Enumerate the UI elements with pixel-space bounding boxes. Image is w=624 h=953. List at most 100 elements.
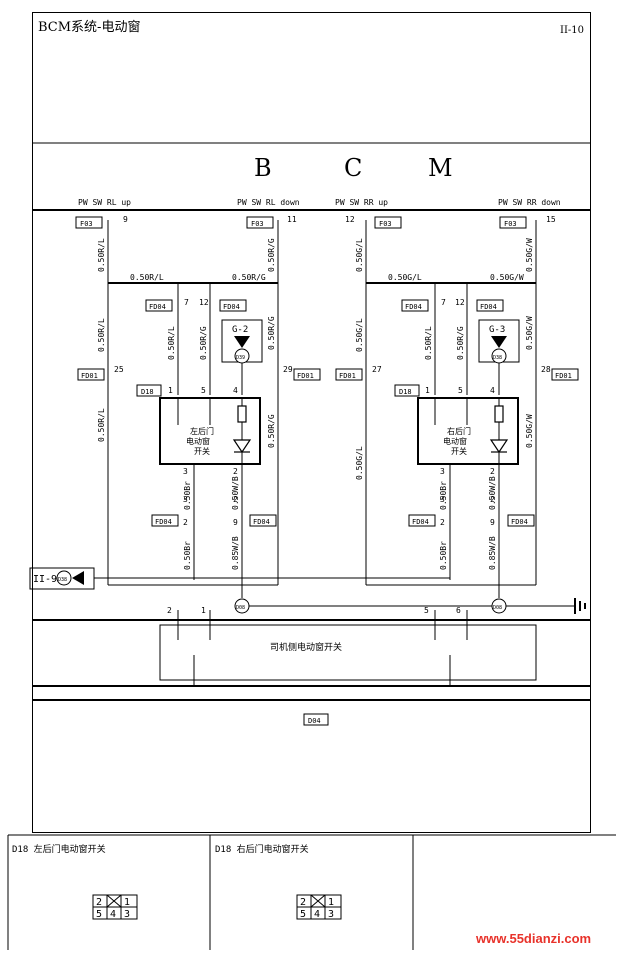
svg-text:2: 2 bbox=[183, 518, 188, 527]
svg-text:FD04: FD04 bbox=[253, 518, 270, 526]
svg-text:D04: D04 bbox=[308, 717, 321, 725]
svg-text:4: 4 bbox=[490, 386, 495, 395]
svg-text:3: 3 bbox=[328, 909, 334, 920]
svg-text:5: 5 bbox=[96, 909, 102, 920]
svg-text:电动窗: 电动窗 bbox=[186, 436, 210, 446]
splice-d38 bbox=[491, 348, 507, 364]
svg-text:0.50R/L: 0.50R/L bbox=[97, 408, 106, 442]
svg-text:1: 1 bbox=[168, 386, 173, 395]
conn-f03-c: F03 bbox=[379, 220, 392, 228]
svg-text:2: 2 bbox=[490, 467, 495, 476]
svg-text:0.50G/W: 0.50G/W bbox=[525, 414, 534, 448]
svg-text:0.50R/G: 0.50R/G bbox=[267, 316, 276, 350]
svg-text:1: 1 bbox=[328, 897, 334, 908]
svg-text:D39: D39 bbox=[236, 355, 245, 361]
svg-text:FD04: FD04 bbox=[511, 518, 528, 526]
svg-text:右后门: 右后门 bbox=[447, 426, 471, 436]
svg-text:2: 2 bbox=[233, 495, 238, 504]
ref-box bbox=[29, 567, 95, 590]
bcm-letter-m: M bbox=[428, 154, 453, 182]
pin-signal-rr-down: PW SW RR down bbox=[498, 198, 561, 207]
g3-label: G-3 bbox=[489, 325, 505, 335]
svg-text:4: 4 bbox=[314, 909, 320, 920]
svg-text:FD04: FD04 bbox=[480, 303, 497, 311]
svg-text:开关: 开关 bbox=[194, 446, 210, 456]
svg-text:2: 2 bbox=[440, 518, 445, 527]
ground-triangle-right bbox=[491, 336, 507, 348]
svg-text:25: 25 bbox=[114, 365, 124, 374]
svg-text:0.50R/G: 0.50R/G bbox=[232, 273, 266, 282]
svg-text:3: 3 bbox=[440, 495, 445, 504]
svg-text:0.50G/L: 0.50G/L bbox=[355, 238, 364, 272]
svg-text:9: 9 bbox=[490, 518, 495, 527]
svg-text:3: 3 bbox=[124, 909, 130, 920]
svg-text:2: 2 bbox=[96, 897, 102, 908]
svg-text:FD01: FD01 bbox=[81, 372, 98, 380]
driver-switch-box bbox=[159, 624, 537, 681]
page-number: II-10 bbox=[560, 25, 585, 36]
svg-text:D38: D38 bbox=[493, 355, 502, 361]
footer-right-caption: D18 右后门电动窗开关 bbox=[215, 843, 309, 855]
splice-d08-right bbox=[491, 598, 507, 614]
svg-text:D08: D08 bbox=[236, 605, 245, 611]
svg-text:5: 5 bbox=[201, 386, 206, 395]
svg-text:7: 7 bbox=[441, 298, 446, 307]
svg-text:0.50R/L: 0.50R/L bbox=[424, 326, 433, 360]
svg-text:3: 3 bbox=[183, 495, 188, 504]
svg-text:0.50R/L: 0.50R/L bbox=[97, 318, 106, 352]
svg-text:FD04: FD04 bbox=[149, 303, 166, 311]
svg-text:FD04: FD04 bbox=[412, 518, 429, 526]
bcm-letter-b: B bbox=[254, 154, 272, 182]
svg-text:0.50Br: 0.50Br bbox=[183, 541, 192, 570]
svg-text:0.50G/W: 0.50G/W bbox=[525, 316, 534, 350]
svg-text:FD01: FD01 bbox=[297, 372, 314, 380]
svg-text:4: 4 bbox=[233, 386, 238, 395]
frame-border bbox=[32, 12, 591, 833]
conn-f03-d: F03 bbox=[504, 220, 517, 228]
g2-label: G-2 bbox=[232, 325, 248, 335]
svg-text:D08: D08 bbox=[493, 605, 502, 611]
footer-left-caption: D18 左后门电动窗开关 bbox=[12, 843, 106, 855]
conn-f03-b: F03 bbox=[251, 220, 264, 228]
svg-text:0.50W/B: 0.50W/B bbox=[231, 476, 240, 510]
svg-text:FD01: FD01 bbox=[555, 372, 572, 380]
svg-text:2: 2 bbox=[490, 495, 495, 504]
svg-text:D18: D18 bbox=[399, 388, 412, 396]
svg-text:0.50R/G: 0.50R/G bbox=[267, 414, 276, 448]
pin-signal-rr-up: PW SW RR up bbox=[335, 198, 388, 207]
svg-text:FD01: FD01 bbox=[339, 372, 356, 380]
pin-num-15: 15 bbox=[546, 215, 556, 224]
svg-text:0.85W/B: 0.85W/B bbox=[231, 536, 240, 570]
svg-text:0.50W/B: 0.50W/B bbox=[488, 476, 497, 510]
page-title: BCM系统-电动窗 bbox=[38, 20, 141, 35]
pin-num-11: 11 bbox=[287, 215, 297, 224]
ref-arrow bbox=[72, 571, 84, 585]
svg-text:0.50Br: 0.50Br bbox=[183, 481, 192, 510]
svg-text:3: 3 bbox=[183, 467, 188, 476]
svg-text:0.50Br: 0.50Br bbox=[439, 481, 448, 510]
svg-text:12: 12 bbox=[199, 298, 209, 307]
svg-text:12: 12 bbox=[455, 298, 465, 307]
svg-text:0.50R/L: 0.50R/L bbox=[167, 326, 176, 360]
svg-text:0.50R/G: 0.50R/G bbox=[199, 326, 208, 360]
splice-d39 bbox=[234, 348, 250, 364]
svg-text:9: 9 bbox=[233, 518, 238, 527]
ref-label: II-9 bbox=[33, 574, 57, 585]
svg-text:5: 5 bbox=[424, 606, 429, 615]
svg-text:5: 5 bbox=[300, 909, 306, 920]
pin-num-9: 9 bbox=[123, 215, 128, 224]
svg-text:2: 2 bbox=[167, 606, 172, 615]
svg-text:5: 5 bbox=[458, 386, 463, 395]
watermark: www.55dianzi.com bbox=[476, 931, 592, 946]
svg-text:3: 3 bbox=[440, 467, 445, 476]
svg-text:电动窗: 电动窗 bbox=[443, 436, 467, 446]
svg-text:7: 7 bbox=[184, 298, 189, 307]
svg-text:0.50G/W: 0.50G/W bbox=[525, 238, 534, 272]
bcm-letter-c: C bbox=[344, 154, 363, 182]
svg-text:29: 29 bbox=[283, 365, 293, 374]
svg-text:4: 4 bbox=[110, 909, 116, 920]
splice-d08-left bbox=[234, 598, 250, 614]
driver-switch-label: 司机侧电动窗开关 bbox=[270, 641, 342, 653]
ground-triangle-left bbox=[234, 336, 250, 348]
